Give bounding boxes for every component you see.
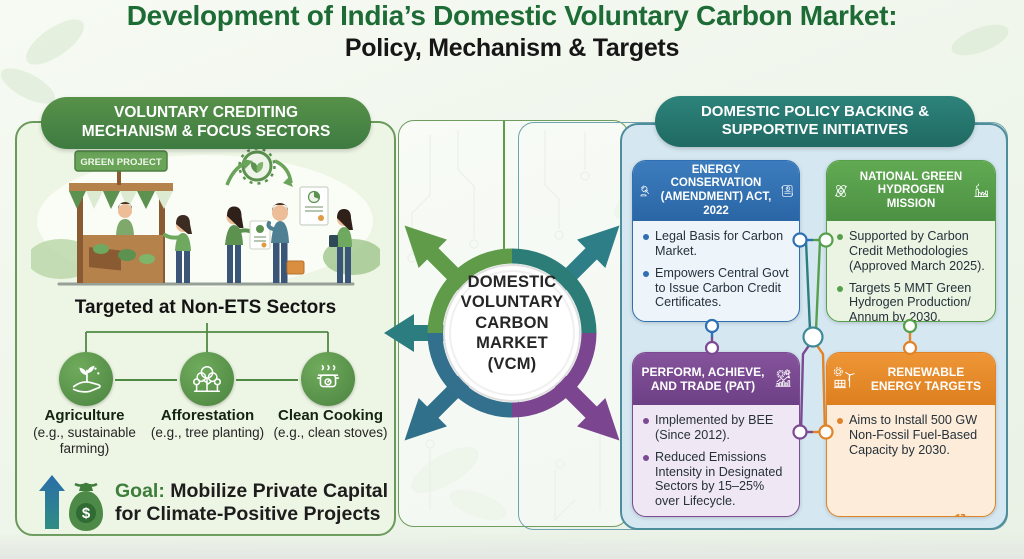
vcm-top-stem-line <box>503 121 505 259</box>
afforestation-circle <box>180 352 234 406</box>
atom-hydrogen-icon: H <box>835 185 847 197</box>
goal-text: Goal: Mobilize Private Capital for Clima… <box>115 480 415 526</box>
cooking-pot-icon <box>316 364 340 388</box>
certificate <box>249 220 271 250</box>
awning <box>69 183 173 209</box>
card-body: Aims to Install 500 GW Non-Fossil Fuel-B… <box>827 405 995 516</box>
growth-arrow-moneybag-icon: $ <box>39 475 103 531</box>
right-panel-header: DOMESTIC POLICY BACKING & SUPPORTIVE INI… <box>655 96 975 147</box>
bullet-item: Legal Basis for Carbon Market. <box>643 229 791 259</box>
vcm-ring <box>427 248 597 418</box>
title-block: Development of India’s Domestic Voluntar… <box>0 0 1024 63</box>
left-panel-header: VOLUNTARY CREDITING MECHANISM & FOCUS SE… <box>41 97 371 149</box>
non-ets-subtitle: Targeted at Non-ETS Sectors <box>74 297 337 318</box>
sector-connector-line <box>236 379 298 381</box>
sector-labels: Agriculture (e.g., sustainable farming) … <box>23 407 392 456</box>
goal-statement: Mobilize Private Capital for Climate-Pos… <box>115 480 389 525</box>
svg-text:$: $ <box>82 505 91 522</box>
clean-cooking-circle <box>301 352 355 406</box>
vcm-hub-diagram <box>384 225 620 441</box>
green-project-illustration: GREEN PROJECT <box>31 147 380 287</box>
sector-afforestation: Afforestation (e.g., tree planting) <box>150 407 265 440</box>
goal-row: $ Goal: Mobilize Private Capital for Cli… <box>39 471 415 535</box>
bullet-item: Aims to Install 500 GW Non-Fossil Fuel-B… <box>837 413 987 458</box>
hand-sprout-icon <box>72 365 101 393</box>
bullet-list: Implemented by BEE (Since 2012). Reduced… <box>641 413 791 509</box>
card-green-hydrogen-mission: H NATIONAL GREEN HYDROGEN MISSION Suppor… <box>826 160 996 322</box>
green-project-sign: GREEN PROJECT <box>74 150 168 185</box>
sector-clean-cooking: Clean Cooking (e.g., clean stoves) <box>273 407 388 440</box>
card-title: ENERGY CONSERVATION (AMENDMENT) ACT, 202… <box>660 163 772 217</box>
gavel-icon <box>640 185 649 197</box>
card-title: NATIONAL GREEN HYDROGEN MISSION <box>859 170 963 210</box>
goal-label: Goal: <box>115 480 165 502</box>
page-subtitle: Policy, Mechanism & Targets <box>344 34 680 62</box>
vcm-hub-label: DOMESTIC VOLUNTARY CARBON MARKET (VCM) <box>460 273 564 373</box>
bullet-item: Implemented by BEE (Since 2012). <box>643 413 791 443</box>
card-renewable-energy-targets: RENEWABLE ENERGY TARGETS Aims to Install… <box>826 352 996 517</box>
bullet-item: Reduced Emissions Intensity in Designate… <box>643 450 791 509</box>
bullet-item: Empowers Central Govt to Issue Carbon Cr… <box>643 266 791 311</box>
bullet-list: Legal Basis for Carbon Market. Empowers … <box>641 229 791 310</box>
card-title: PERFORM, ACHIEVE, AND TRADE (PAT) <box>641 364 765 393</box>
page-title: Development of India’s Domestic Voluntar… <box>126 0 898 31</box>
bullet-list: Aims to Install 500 GW Non-Fossil Fuel-B… <box>835 413 987 458</box>
sector-agriculture: Agriculture (e.g., sustainable farming) <box>33 407 136 456</box>
card-body: Legal Basis for Carbon Market. Empowers … <box>633 221 799 321</box>
card-perform-achieve-trade: PERFORM, ACHIEVE, AND TRADE (PAT) Implem… <box>632 352 800 517</box>
bullet-item: Supported by Carbon Credit Methodologies… <box>837 229 987 274</box>
factory-icon <box>974 183 989 197</box>
card-body: Implemented by BEE (Since 2012). Reduced… <box>633 405 799 516</box>
card-energy-conservation-act: ENERGY CONSERVATION (AMENDMENT) ACT, 202… <box>632 160 800 322</box>
card-title: RENEWABLE ENERGY TARGETS <box>870 364 982 393</box>
green-project-sign-label: GREEN PROJECT <box>80 157 161 168</box>
card-body: Supported by Carbon Credit Methodologies… <box>827 221 995 321</box>
bottom-fade <box>0 534 1024 559</box>
solar-wind-decor-icon <box>954 514 968 516</box>
agriculture-circle <box>59 352 113 406</box>
scroll-leaf-icon <box>781 185 793 197</box>
bullet-list: Supported by Carbon Credit Methodologies… <box>835 229 987 321</box>
trees-icon <box>193 365 221 393</box>
gears-chart-icon <box>775 369 791 387</box>
renewables-icon <box>833 367 855 389</box>
bullet-item: Targets 5 MMT Green Hydrogen Production/… <box>837 281 987 321</box>
voluntary-crediting-panel: VOLUNTARY CREDITING MECHANISM & FOCUS SE… <box>15 97 396 536</box>
certificate-large <box>299 186 329 226</box>
svg-text:H: H <box>840 189 843 194</box>
sector-connector-line <box>115 379 177 381</box>
